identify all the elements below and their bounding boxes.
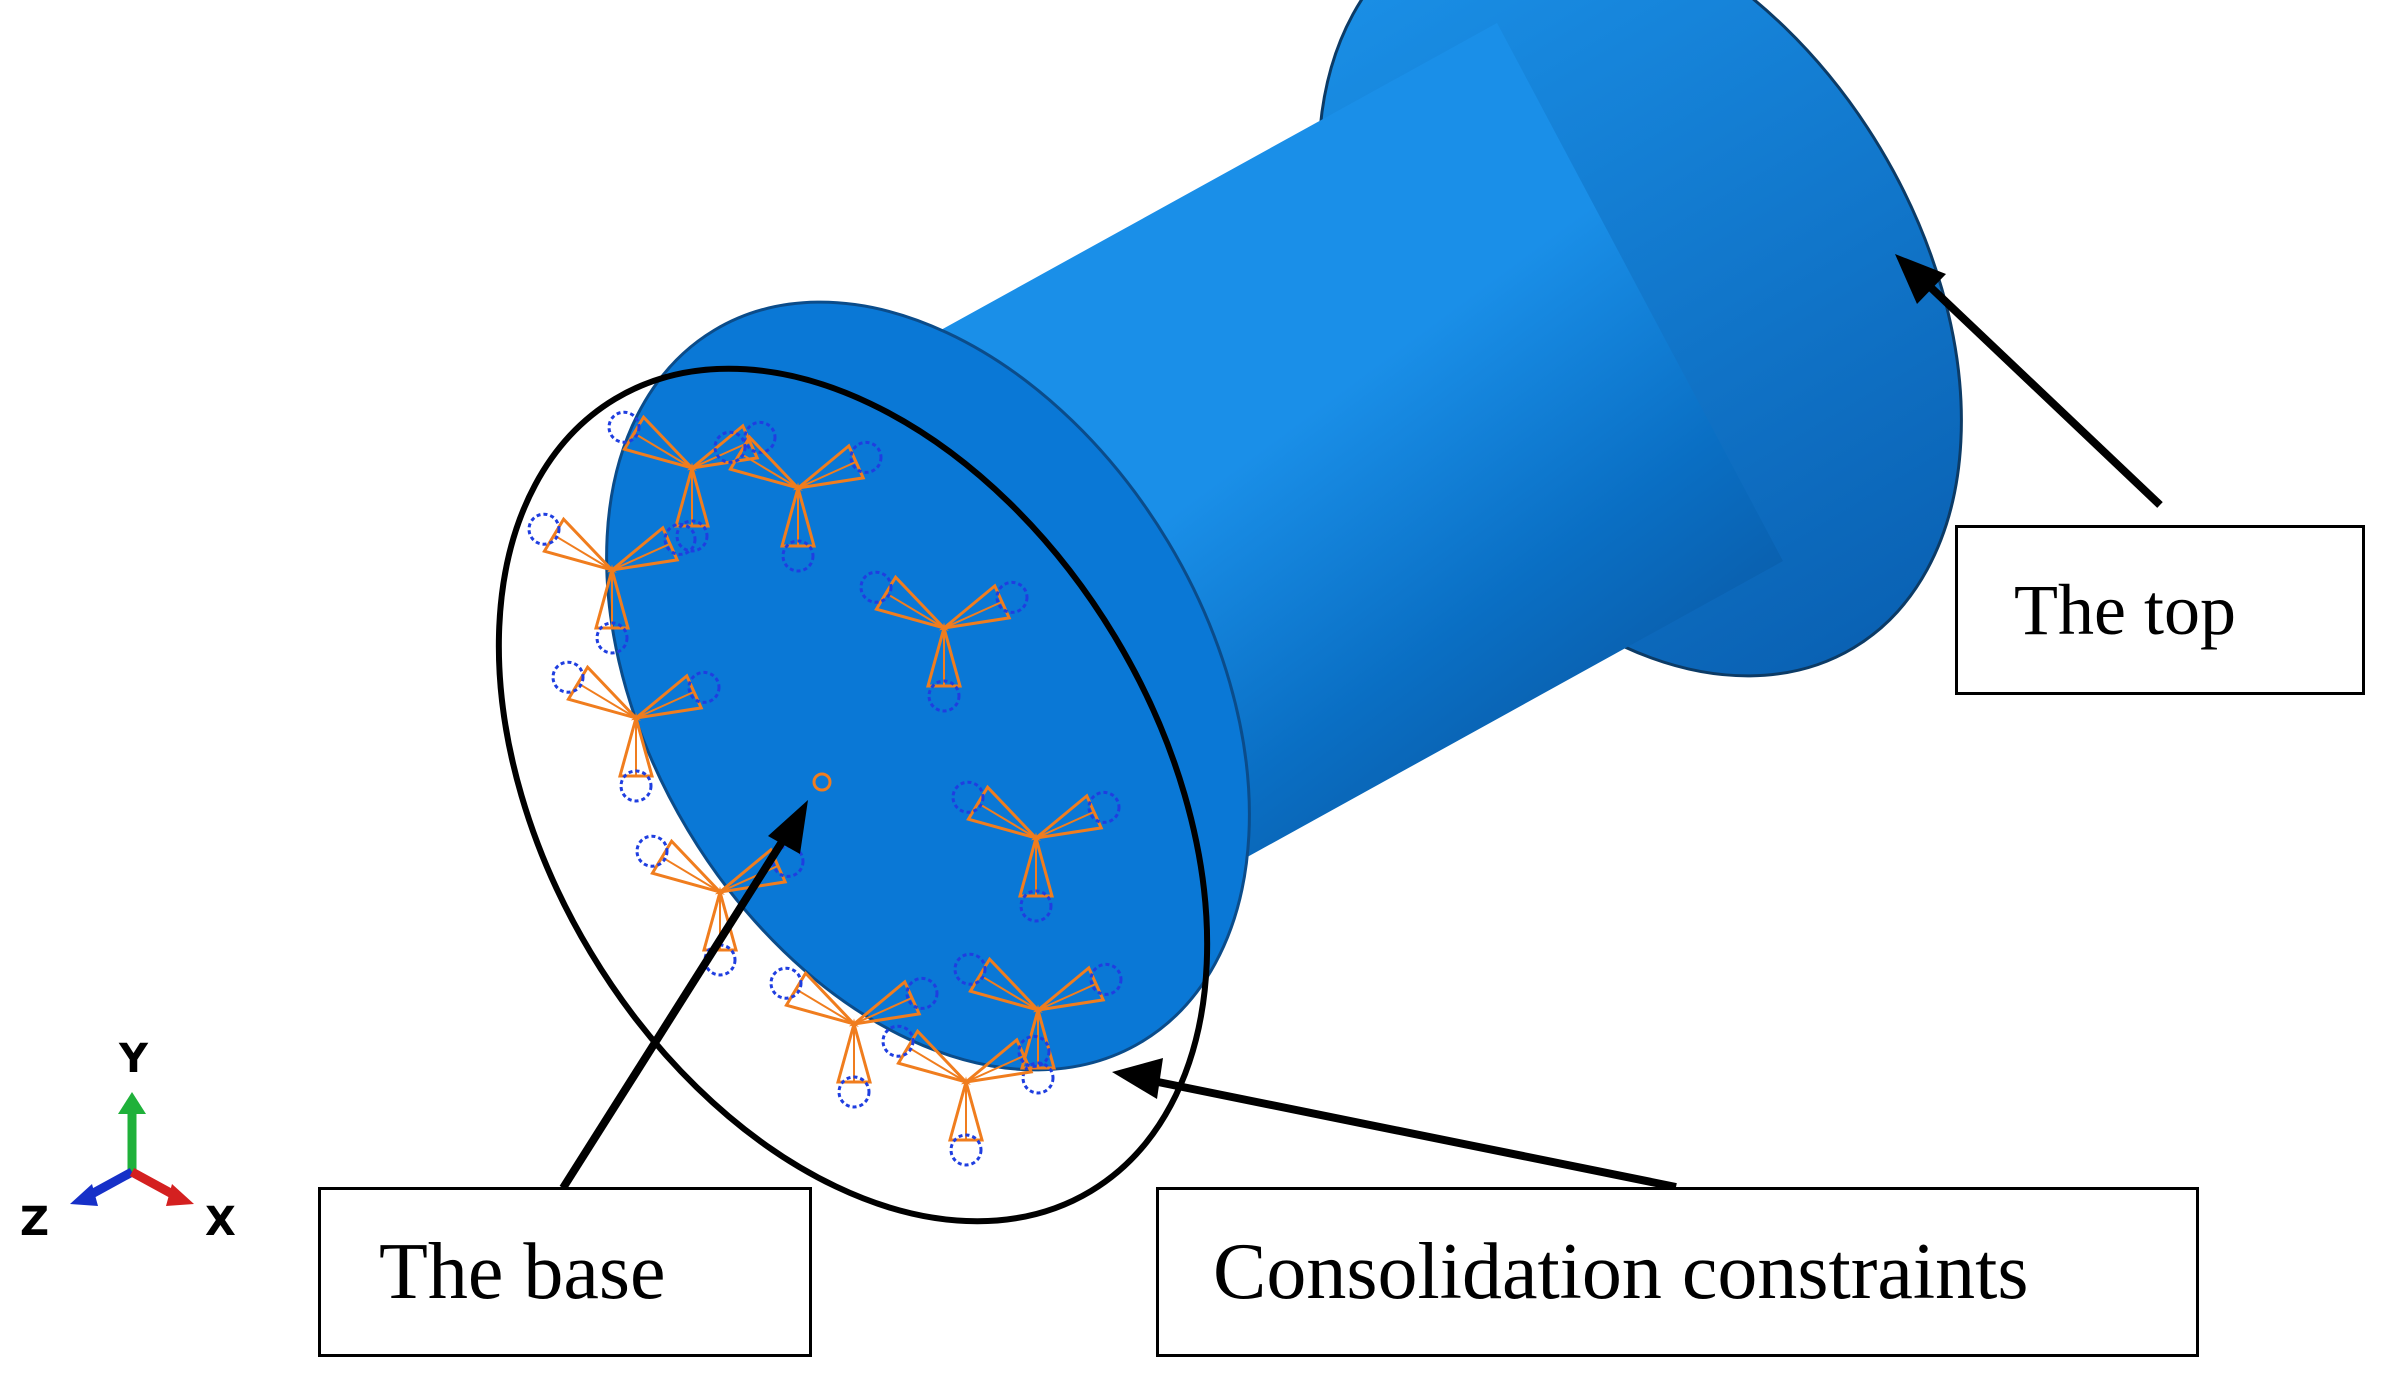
leader-arrow-base [559,800,808,1191]
reference-point [812,772,832,792]
constraint-symbol [551,660,721,803]
label-box-top: The top [1955,525,2365,695]
label-box-base: The base [318,1187,812,1357]
constraint-highlight-ellipse [495,365,1211,1225]
leader-arrow-constraints [1112,1058,1677,1191]
label-box-constraints: Consolidation constraints [1156,1187,2199,1357]
axis-label-z: Z [20,1199,49,1245]
constraint-symbol [953,952,1123,1095]
constraint-symbol [607,410,777,553]
label-top: The top [2014,569,2236,650]
constraint-symbol [951,780,1121,923]
constraint-symbol [769,966,939,1109]
consolidation-constraint-symbols [527,410,1123,1167]
axis-label-x: X [205,1199,236,1245]
constraint-symbol [713,430,883,573]
axis-triad: Y Z X [20,1036,236,1245]
label-constraints: Consolidation constraints [1213,1227,2029,1316]
leader-arrow-top [1895,254,2163,508]
axis-label-y: Y [118,1036,149,1082]
constraint-symbol [527,512,697,655]
constraint-symbol [881,1024,1051,1167]
label-base: The base [379,1227,666,1316]
constraint-symbol [859,570,1029,713]
